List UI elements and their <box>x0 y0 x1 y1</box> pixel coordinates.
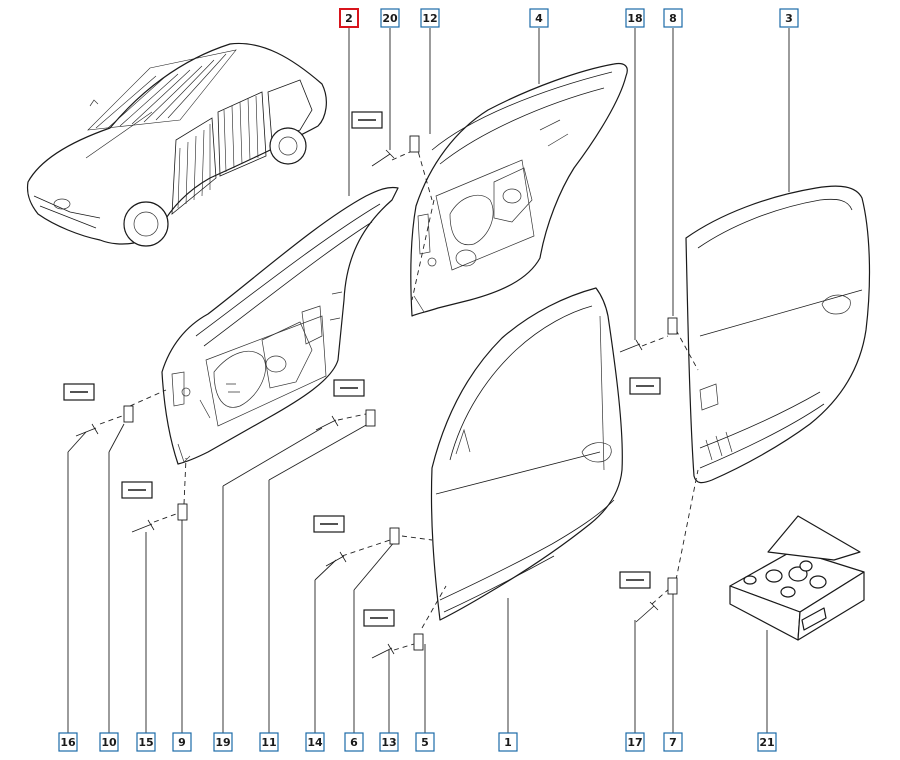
zoom-tag-icon <box>363 609 395 627</box>
clip-icon <box>389 527 400 545</box>
callout-number: 7 <box>669 736 677 749</box>
clip-icon <box>365 409 376 427</box>
rear-door-outer-panel-part-3[interactable] <box>685 185 871 484</box>
callout-5[interactable]: 5 <box>415 732 435 752</box>
callout-number: 20 <box>382 12 398 25</box>
fasteners <box>75 135 678 659</box>
callout-15[interactable]: 15 <box>136 732 156 752</box>
rear-door-inner-frame-part-4[interactable] <box>410 62 628 317</box>
bolt-icon <box>619 339 643 353</box>
assembly-dashed-lines <box>99 143 699 651</box>
callout-number: 17 <box>627 736 642 749</box>
callout-number: 11 <box>261 736 276 749</box>
callout-box[interactable] <box>757 732 777 752</box>
bolt-icon <box>75 423 99 437</box>
zoom-tag-icon <box>63 383 95 401</box>
callout-number: 5 <box>421 736 429 749</box>
callout-1[interactable]: 1 <box>498 732 518 752</box>
bolt-icon <box>131 519 155 533</box>
bolt-icon <box>315 415 339 431</box>
callout-3[interactable]: 3 <box>779 8 799 28</box>
callout-6[interactable]: 6 <box>344 732 364 752</box>
callout-11[interactable]: 11 <box>259 732 279 752</box>
front-door-inner-frame-part-2[interactable] <box>161 186 399 465</box>
leader-lines <box>67 28 790 733</box>
bolt-icon <box>635 601 659 623</box>
clip-icon <box>667 317 678 335</box>
callout-box[interactable] <box>58 732 78 752</box>
callout-number: 8 <box>669 12 677 25</box>
callout-21[interactable]: 21 <box>757 732 777 752</box>
callout-box[interactable] <box>213 732 233 752</box>
front-door-outer-panel-part-1[interactable] <box>430 287 623 621</box>
callout-box[interactable] <box>663 8 683 28</box>
callout-box[interactable] <box>498 732 518 752</box>
zoom-tag-icon <box>333 379 365 397</box>
callout-13[interactable]: 13 <box>379 732 399 752</box>
callout-box[interactable] <box>339 8 359 28</box>
callout-number: 13 <box>381 736 396 749</box>
callout-number: 21 <box>759 736 774 749</box>
callout-7[interactable]: 7 <box>663 732 683 752</box>
callout-box[interactable] <box>529 8 549 28</box>
bolt-icon <box>371 643 395 659</box>
parts-kit-box-part-21[interactable] <box>729 515 865 641</box>
clip-icon <box>409 135 420 153</box>
zoom-tag-icon <box>351 111 383 129</box>
callout-box[interactable] <box>259 732 279 752</box>
callout-number: 18 <box>627 12 642 25</box>
zoom-tag-icon <box>619 571 651 589</box>
callout-16[interactable]: 16 <box>58 732 78 752</box>
callout-number: 9 <box>178 736 186 749</box>
callout-number: 10 <box>101 736 117 749</box>
callout-box[interactable] <box>136 732 156 752</box>
callout-2[interactable]: 2 <box>339 8 359 28</box>
callout-20[interactable]: 20 <box>380 8 400 28</box>
bolt-icon <box>325 551 347 567</box>
callout-box[interactable] <box>380 8 400 28</box>
clip-icon <box>177 503 188 521</box>
callout-14[interactable]: 14 <box>305 732 325 752</box>
clip-icon <box>123 405 134 423</box>
callout-number: 14 <box>307 736 323 749</box>
callout-number: 12 <box>422 12 437 25</box>
callout-12[interactable]: 12 <box>420 8 440 28</box>
callout-number: 15 <box>138 736 153 749</box>
callout-number: 3 <box>785 12 793 25</box>
callout-number: 4 <box>535 12 543 25</box>
callout-box[interactable] <box>305 732 325 752</box>
callout-box[interactable] <box>779 8 799 28</box>
callout-labels[interactable]: 2 20 12 4 18 8 3 16 10 15 9 19 11 14 6 13 5 1 17 7 21 <box>58 8 799 752</box>
callout-number: 2 <box>345 12 353 25</box>
car-overview-illustration <box>26 42 327 247</box>
callout-9[interactable]: 9 <box>172 732 192 752</box>
zoom-tag-icon <box>629 377 661 395</box>
callout-8[interactable]: 8 <box>663 8 683 28</box>
callout-number: 16 <box>60 736 76 749</box>
callout-18[interactable]: 18 <box>625 8 645 28</box>
callout-box[interactable] <box>625 8 645 28</box>
callout-box[interactable] <box>99 732 119 752</box>
callout-box[interactable] <box>172 732 192 752</box>
zoom-tags <box>63 111 661 627</box>
callout-17[interactable]: 17 <box>625 732 645 752</box>
callout-10[interactable]: 10 <box>99 732 119 752</box>
zoom-tag-icon <box>121 481 153 499</box>
callout-box[interactable] <box>625 732 645 752</box>
bolt-icon <box>371 149 395 167</box>
callout-box[interactable] <box>420 8 440 28</box>
callout-box[interactable] <box>415 732 435 752</box>
callout-19[interactable]: 19 <box>213 732 233 752</box>
callout-number: 19 <box>215 736 230 749</box>
callout-box[interactable] <box>344 732 364 752</box>
callout-number: 1 <box>504 736 512 749</box>
zoom-tag-icon <box>313 515 345 533</box>
callout-4[interactable]: 4 <box>529 8 549 28</box>
clip-icon <box>667 577 678 595</box>
clip-icon <box>413 633 424 651</box>
callout-box[interactable] <box>379 732 399 752</box>
callout-number: 6 <box>350 736 358 749</box>
callout-box[interactable] <box>663 732 683 752</box>
